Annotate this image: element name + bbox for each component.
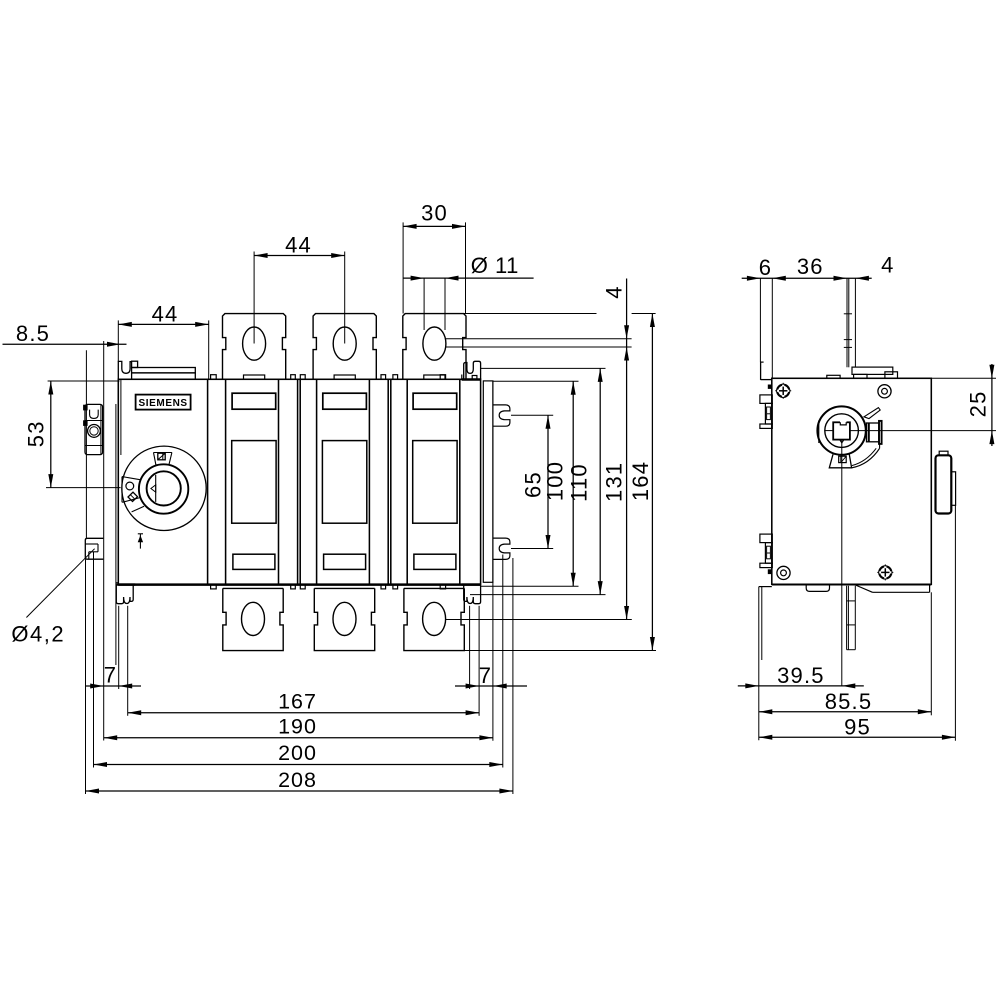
svg-text:100: 100 bbox=[543, 461, 568, 501]
svg-text:190: 190 bbox=[278, 715, 317, 739]
svg-text:44: 44 bbox=[152, 302, 179, 327]
svg-text:167: 167 bbox=[278, 690, 317, 714]
svg-text:200: 200 bbox=[278, 741, 317, 765]
svg-text:30: 30 bbox=[421, 201, 448, 226]
svg-text:39.5: 39.5 bbox=[777, 663, 825, 688]
svg-text:Ø 11: Ø 11 bbox=[471, 253, 519, 278]
svg-text:7: 7 bbox=[104, 663, 117, 688]
svg-text:SIEMENS: SIEMENS bbox=[138, 398, 187, 409]
svg-text:65: 65 bbox=[521, 471, 546, 498]
svg-text:4: 4 bbox=[881, 253, 894, 278]
svg-text:110: 110 bbox=[567, 463, 592, 502]
svg-text:8.5: 8.5 bbox=[16, 321, 50, 346]
svg-text:6: 6 bbox=[759, 255, 772, 280]
svg-text:7: 7 bbox=[479, 663, 492, 688]
svg-text:4: 4 bbox=[602, 285, 627, 298]
svg-text:131: 131 bbox=[602, 462, 627, 502]
svg-text:36: 36 bbox=[797, 254, 824, 279]
svg-text:95: 95 bbox=[844, 714, 871, 739]
svg-text:44: 44 bbox=[285, 233, 312, 258]
svg-text:Ø4,2: Ø4,2 bbox=[11, 622, 65, 647]
svg-text:25: 25 bbox=[966, 390, 991, 417]
svg-text:164: 164 bbox=[628, 461, 653, 501]
svg-text:53: 53 bbox=[24, 420, 49, 447]
svg-text:208: 208 bbox=[278, 768, 317, 792]
svg-text:85.5: 85.5 bbox=[825, 689, 873, 714]
